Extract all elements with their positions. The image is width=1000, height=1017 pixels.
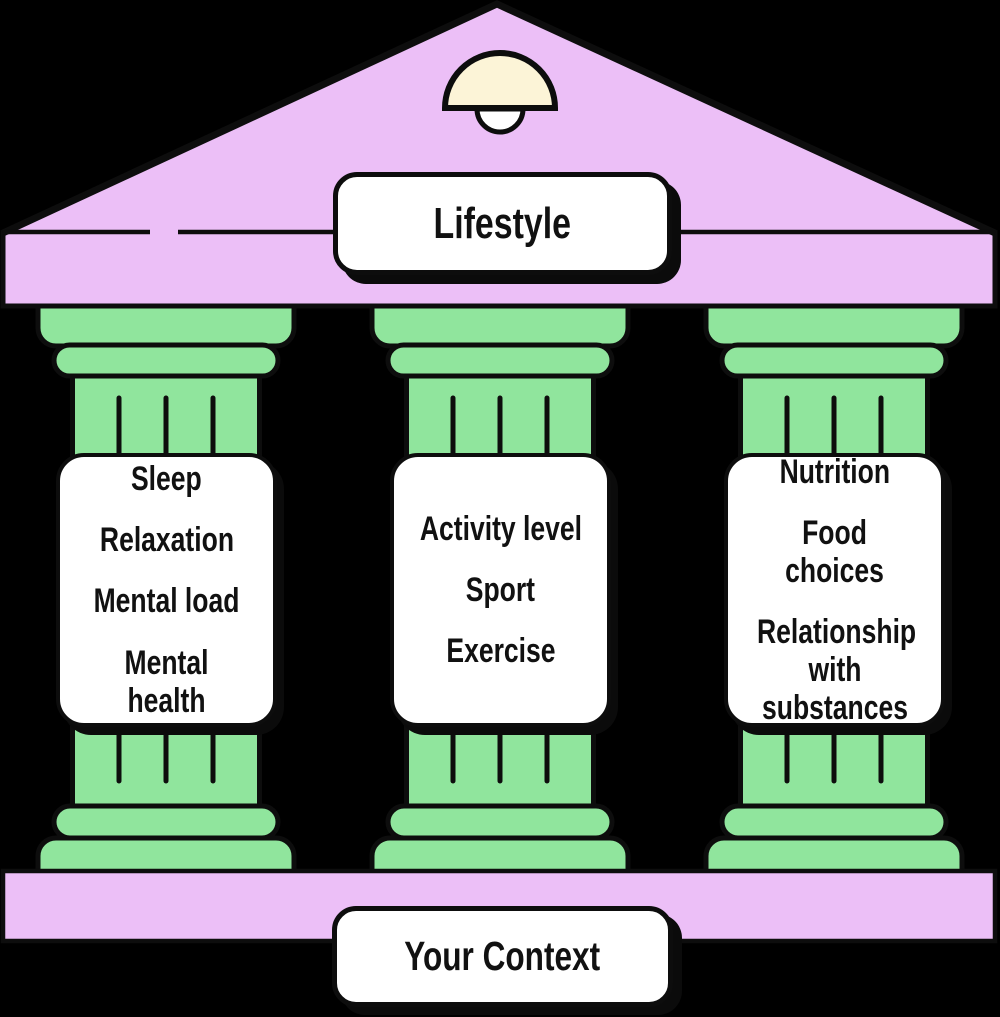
column-capital-abacus xyxy=(703,303,965,349)
pillar-item-label: Activity level xyxy=(419,509,582,548)
column-base-plinth xyxy=(369,835,631,877)
pillar-item-label: Nutrition xyxy=(779,452,890,491)
pillar-item: Relationship with substances xyxy=(728,613,941,727)
pillar-item: Sleep xyxy=(60,460,273,498)
pillar-item: Relaxation xyxy=(60,521,273,559)
your-context-label-card: Your Context xyxy=(332,906,673,1007)
pillar-item-label: Mental load xyxy=(93,582,240,621)
lifestyle-label-card: Lifestyle xyxy=(333,172,672,275)
lamp-icon xyxy=(441,50,559,135)
pillar-card-activity: Activity level Sport Exercise xyxy=(390,453,611,727)
lamp-bulb-icon xyxy=(474,106,526,135)
pillar-item: Nutrition xyxy=(728,453,941,491)
column-middle xyxy=(369,303,631,877)
column-capital-echinus xyxy=(719,342,949,379)
lifestyle-label: Lifestyle xyxy=(433,198,572,248)
pillar-item-label: Exercise xyxy=(445,632,556,671)
pillar-item-label: Relationship with substances xyxy=(756,613,916,728)
pillar-item-label: Food choices xyxy=(785,513,884,590)
pillar-item-label: Relaxation xyxy=(99,521,234,560)
column-base-plinth xyxy=(35,835,297,877)
column-base-torus xyxy=(51,803,281,841)
pillar-item-label: Sport xyxy=(465,570,536,609)
pillar-item: Mental health xyxy=(60,644,273,720)
pillar-item: Mental load xyxy=(60,582,273,620)
pillar-item: Sport xyxy=(394,571,607,609)
column-base-torus xyxy=(385,803,615,841)
column-base-torus xyxy=(719,803,949,841)
pillar-card-nutrition: Nutrition Food choices Relationship with… xyxy=(724,453,945,727)
column-capital-abacus xyxy=(369,303,631,349)
column-capital-echinus xyxy=(51,342,281,379)
pillar-item: Activity level xyxy=(394,510,607,548)
column-capital-abacus xyxy=(35,303,297,349)
lamp-dome-icon xyxy=(441,50,559,111)
pillar-item-label: Mental health xyxy=(124,643,209,720)
pillar-item: Food choices xyxy=(728,514,941,590)
your-context-label: Your Context xyxy=(404,933,601,979)
pediment-roof-outline xyxy=(1,0,997,237)
pillar-item-label: Sleep xyxy=(131,460,202,499)
column-capital-echinus xyxy=(385,342,615,379)
pillar-card-rest: Sleep Relaxation Mental load Mental heal… xyxy=(56,453,277,727)
pillar-item: Exercise xyxy=(394,632,607,670)
column-base-plinth xyxy=(703,835,965,877)
